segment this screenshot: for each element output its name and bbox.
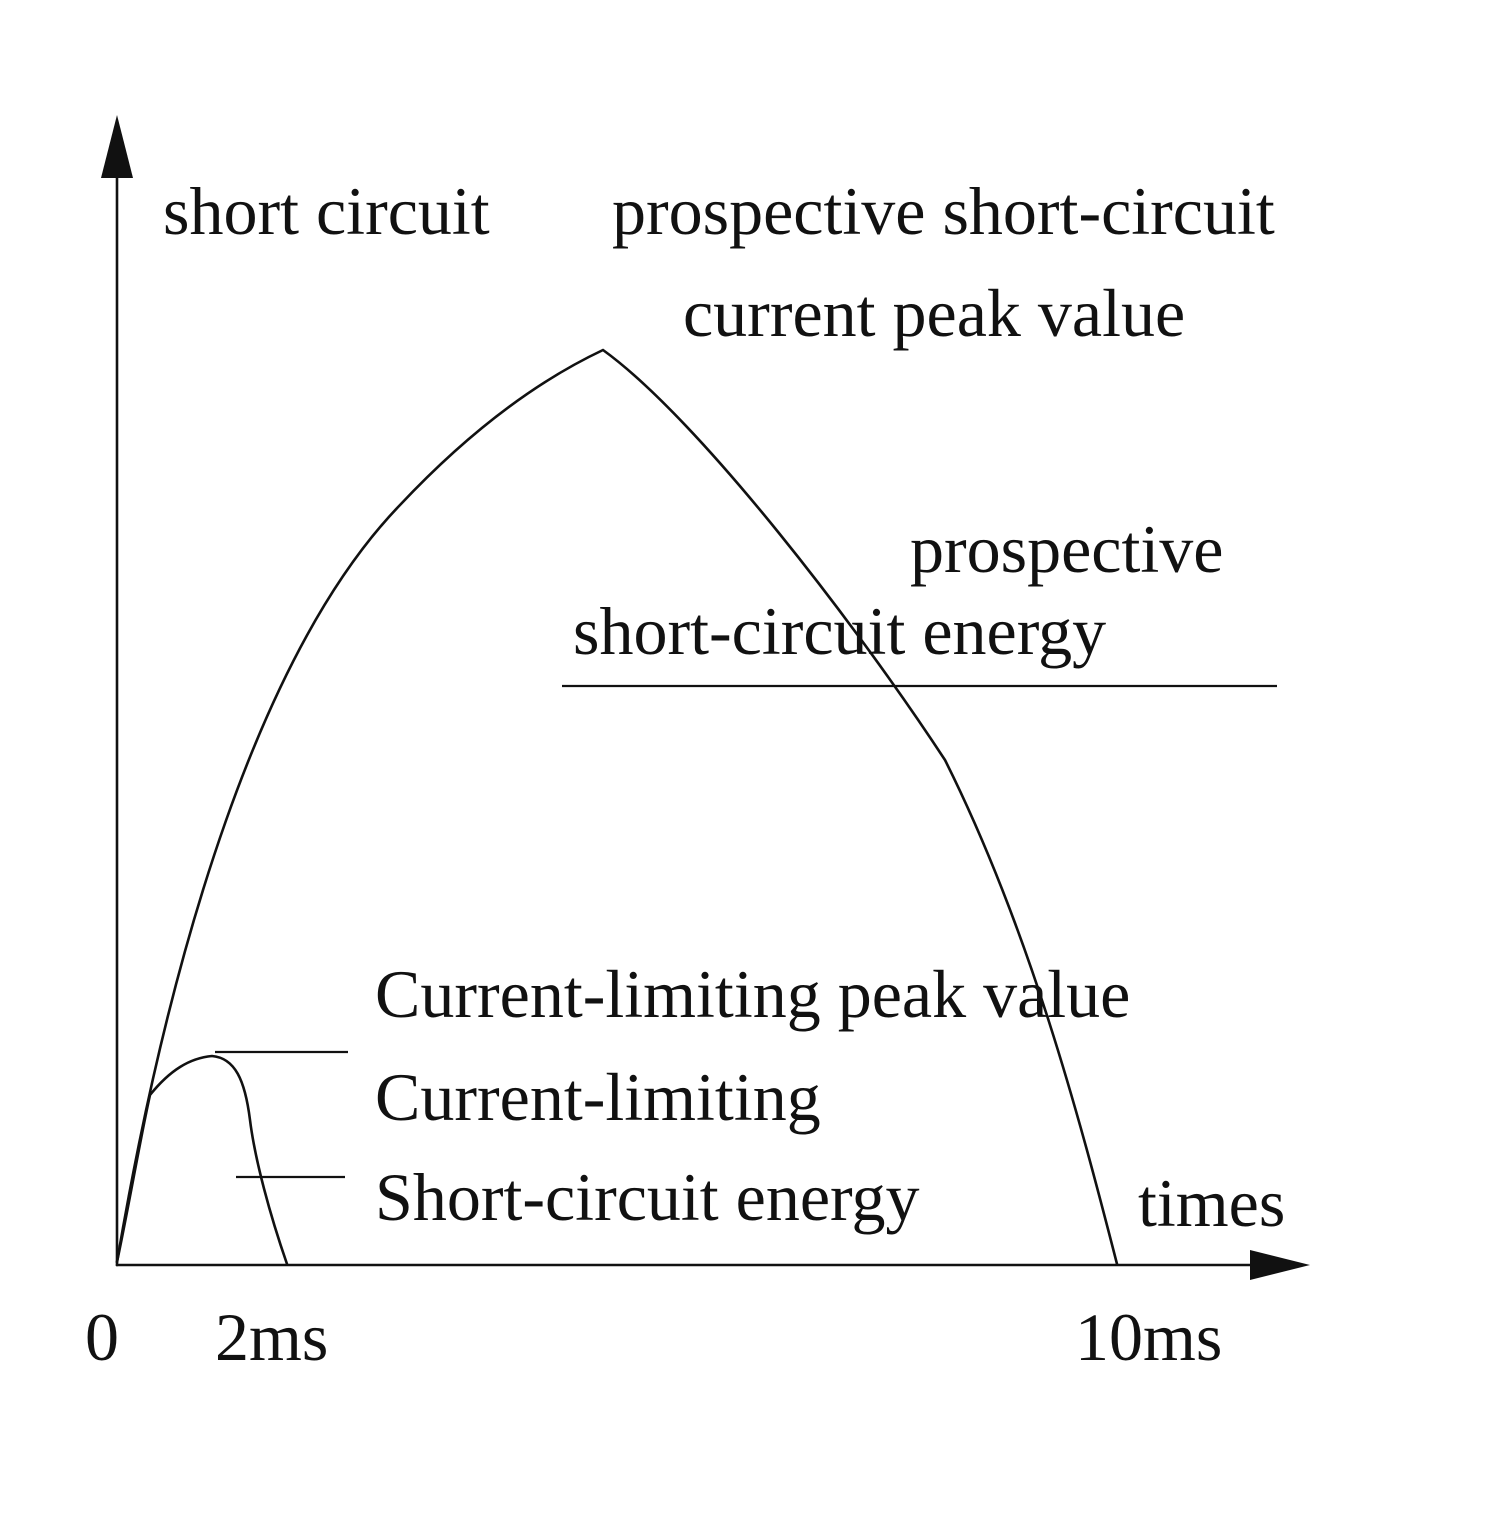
tick-2ms: 2ms <box>215 1299 328 1375</box>
limiting-current-curve <box>115 1054 289 1266</box>
x-axis-label: times <box>1138 1165 1285 1241</box>
tick-10ms: 10ms <box>1075 1299 1222 1375</box>
limiting-energy-label-line1: Current-limiting <box>375 1059 821 1135</box>
y-axis-arrow <box>101 115 133 178</box>
tick-origin: 0 <box>85 1299 119 1375</box>
limiting-peak-label: Current-limiting peak value <box>375 956 1130 1032</box>
y-axis-label: short circuit <box>163 173 490 249</box>
prospective-energy-label-line2: short-circuit energy <box>573 593 1106 669</box>
x-axis-arrow <box>1250 1250 1310 1280</box>
prospective-current-curve <box>115 348 1119 1266</box>
limiting-energy-label-line2: Short-circuit energy <box>375 1159 919 1235</box>
prospective-energy-label-line1: prospective <box>910 511 1223 587</box>
prospective-peak-label-line2: current peak value <box>683 275 1185 351</box>
prospective-peak-label-line1: prospective short-circuit <box>612 173 1275 249</box>
